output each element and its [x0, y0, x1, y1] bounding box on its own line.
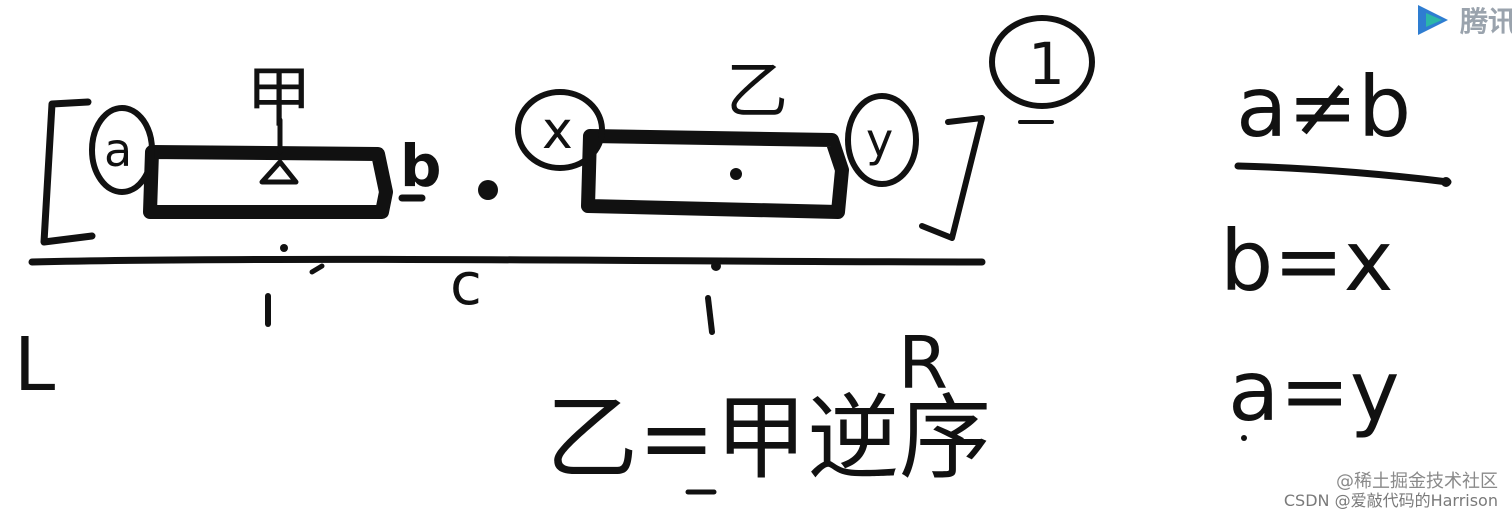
- label-jia: 甲: [246, 59, 312, 136]
- label-circle-x: x: [542, 101, 573, 161]
- equation-divider: [1234, 162, 1452, 186]
- equation-b-eq-x: b=x: [1220, 212, 1393, 310]
- circle-1: [989, 15, 1095, 109]
- circle-x: [515, 89, 605, 171]
- tencent-video-logo-icon: [1418, 5, 1448, 35]
- dot-center-o: [478, 180, 498, 200]
- label-b: b: [400, 132, 442, 200]
- label-c: c: [450, 250, 482, 318]
- circle-a: [89, 105, 155, 195]
- label-circle-1: 1: [1028, 30, 1065, 98]
- dot-yi-center: [730, 168, 742, 180]
- label-right: R: [898, 321, 948, 405]
- dot-base-c: [711, 261, 721, 271]
- dot-base-left: [280, 244, 288, 252]
- csdn-watermark: CSDN @爱敲代码的Harrison: [1283, 491, 1498, 510]
- label-circle-a: a: [104, 123, 132, 177]
- tencent-watermark: 腾讯: [1412, 0, 1512, 40]
- equation-a-not-b: a≠b: [1236, 58, 1411, 156]
- label-left: L: [14, 322, 55, 408]
- right-bracket: [919, 115, 985, 241]
- bottom-watermarks: @稀土掘金技术社区 CSDN @爱敲代码的Harrison: [1284, 473, 1498, 509]
- circle-y: [845, 93, 919, 187]
- dot-eq2: [1241, 435, 1247, 441]
- tencent-logo-text: 腾讯: [1460, 5, 1512, 38]
- baseline: [28, 255, 986, 266]
- label-circle-y: y: [866, 113, 893, 167]
- label-yi: 乙: [726, 54, 788, 127]
- left-bracket: [40, 98, 96, 246]
- label-note: 乙=甲逆序: [546, 385, 991, 492]
- tick-mark-small: [309, 263, 325, 275]
- tick-right: [705, 295, 715, 335]
- equation-a-eq-y: a=y: [1228, 342, 1400, 440]
- triangle-jia: [259, 159, 299, 185]
- box-jia: [143, 145, 393, 219]
- box-yi: [581, 129, 849, 219]
- juejin-watermark: @稀土掘金技术社区: [1336, 471, 1498, 492]
- dot-divider-end: [1441, 177, 1451, 187]
